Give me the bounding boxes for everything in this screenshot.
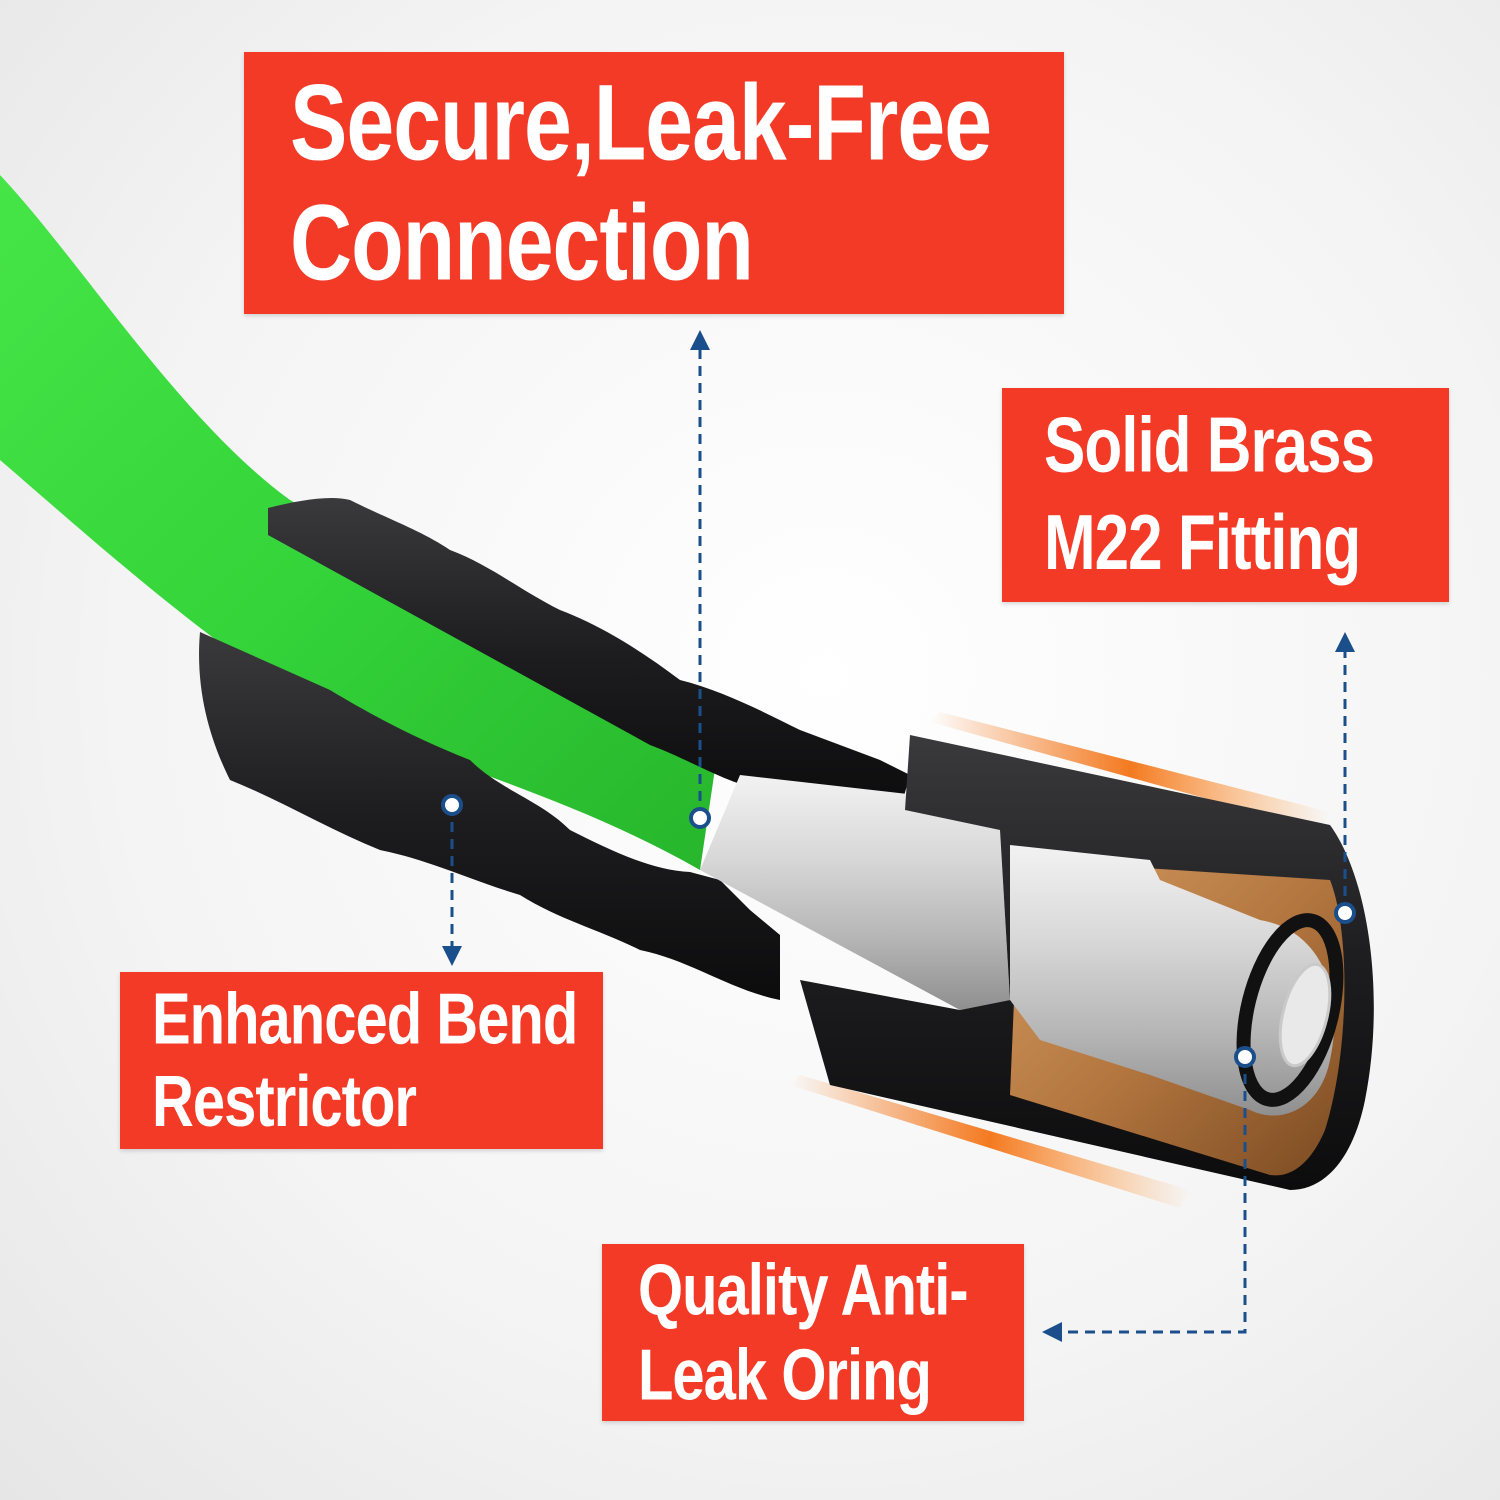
metal-fitting xyxy=(1010,845,1335,1116)
callout-leak-free-connection: Secure,Leak-Free Connection xyxy=(244,52,1064,314)
callout-anti-leak-oring: Quality Anti- Leak Oring xyxy=(602,1244,1024,1421)
leader-connection xyxy=(689,330,711,829)
callout-bend-restrictor: Enhanced Bend Restrictor xyxy=(120,972,603,1149)
callout-leak-free-connection-text: Secure,Leak-Free Connection xyxy=(290,63,992,303)
leader-oring xyxy=(1042,1046,1256,1342)
callout-brass-fitting-text: Solid Brass M22 Fitting xyxy=(1044,402,1375,587)
green-hose xyxy=(0,175,720,870)
fitting-bore xyxy=(1278,962,1332,1068)
leader-brass xyxy=(1334,632,1356,924)
flare-bottom xyxy=(790,1075,1190,1208)
metal-sleeve xyxy=(700,775,1010,1010)
bend-restrictor-lower xyxy=(199,632,780,1000)
callout-brass-fitting: Solid Brass M22 Fitting xyxy=(1002,388,1449,602)
o-ring xyxy=(1236,913,1344,1107)
bend-restrictor-upper xyxy=(268,497,910,810)
leader-bend xyxy=(441,794,463,966)
callout-anti-leak-oring-text: Quality Anti- Leak Oring xyxy=(638,1248,969,1415)
flare-top xyxy=(930,712,1330,830)
callout-bend-restrictor-text: Enhanced Bend Restrictor xyxy=(152,978,578,1142)
